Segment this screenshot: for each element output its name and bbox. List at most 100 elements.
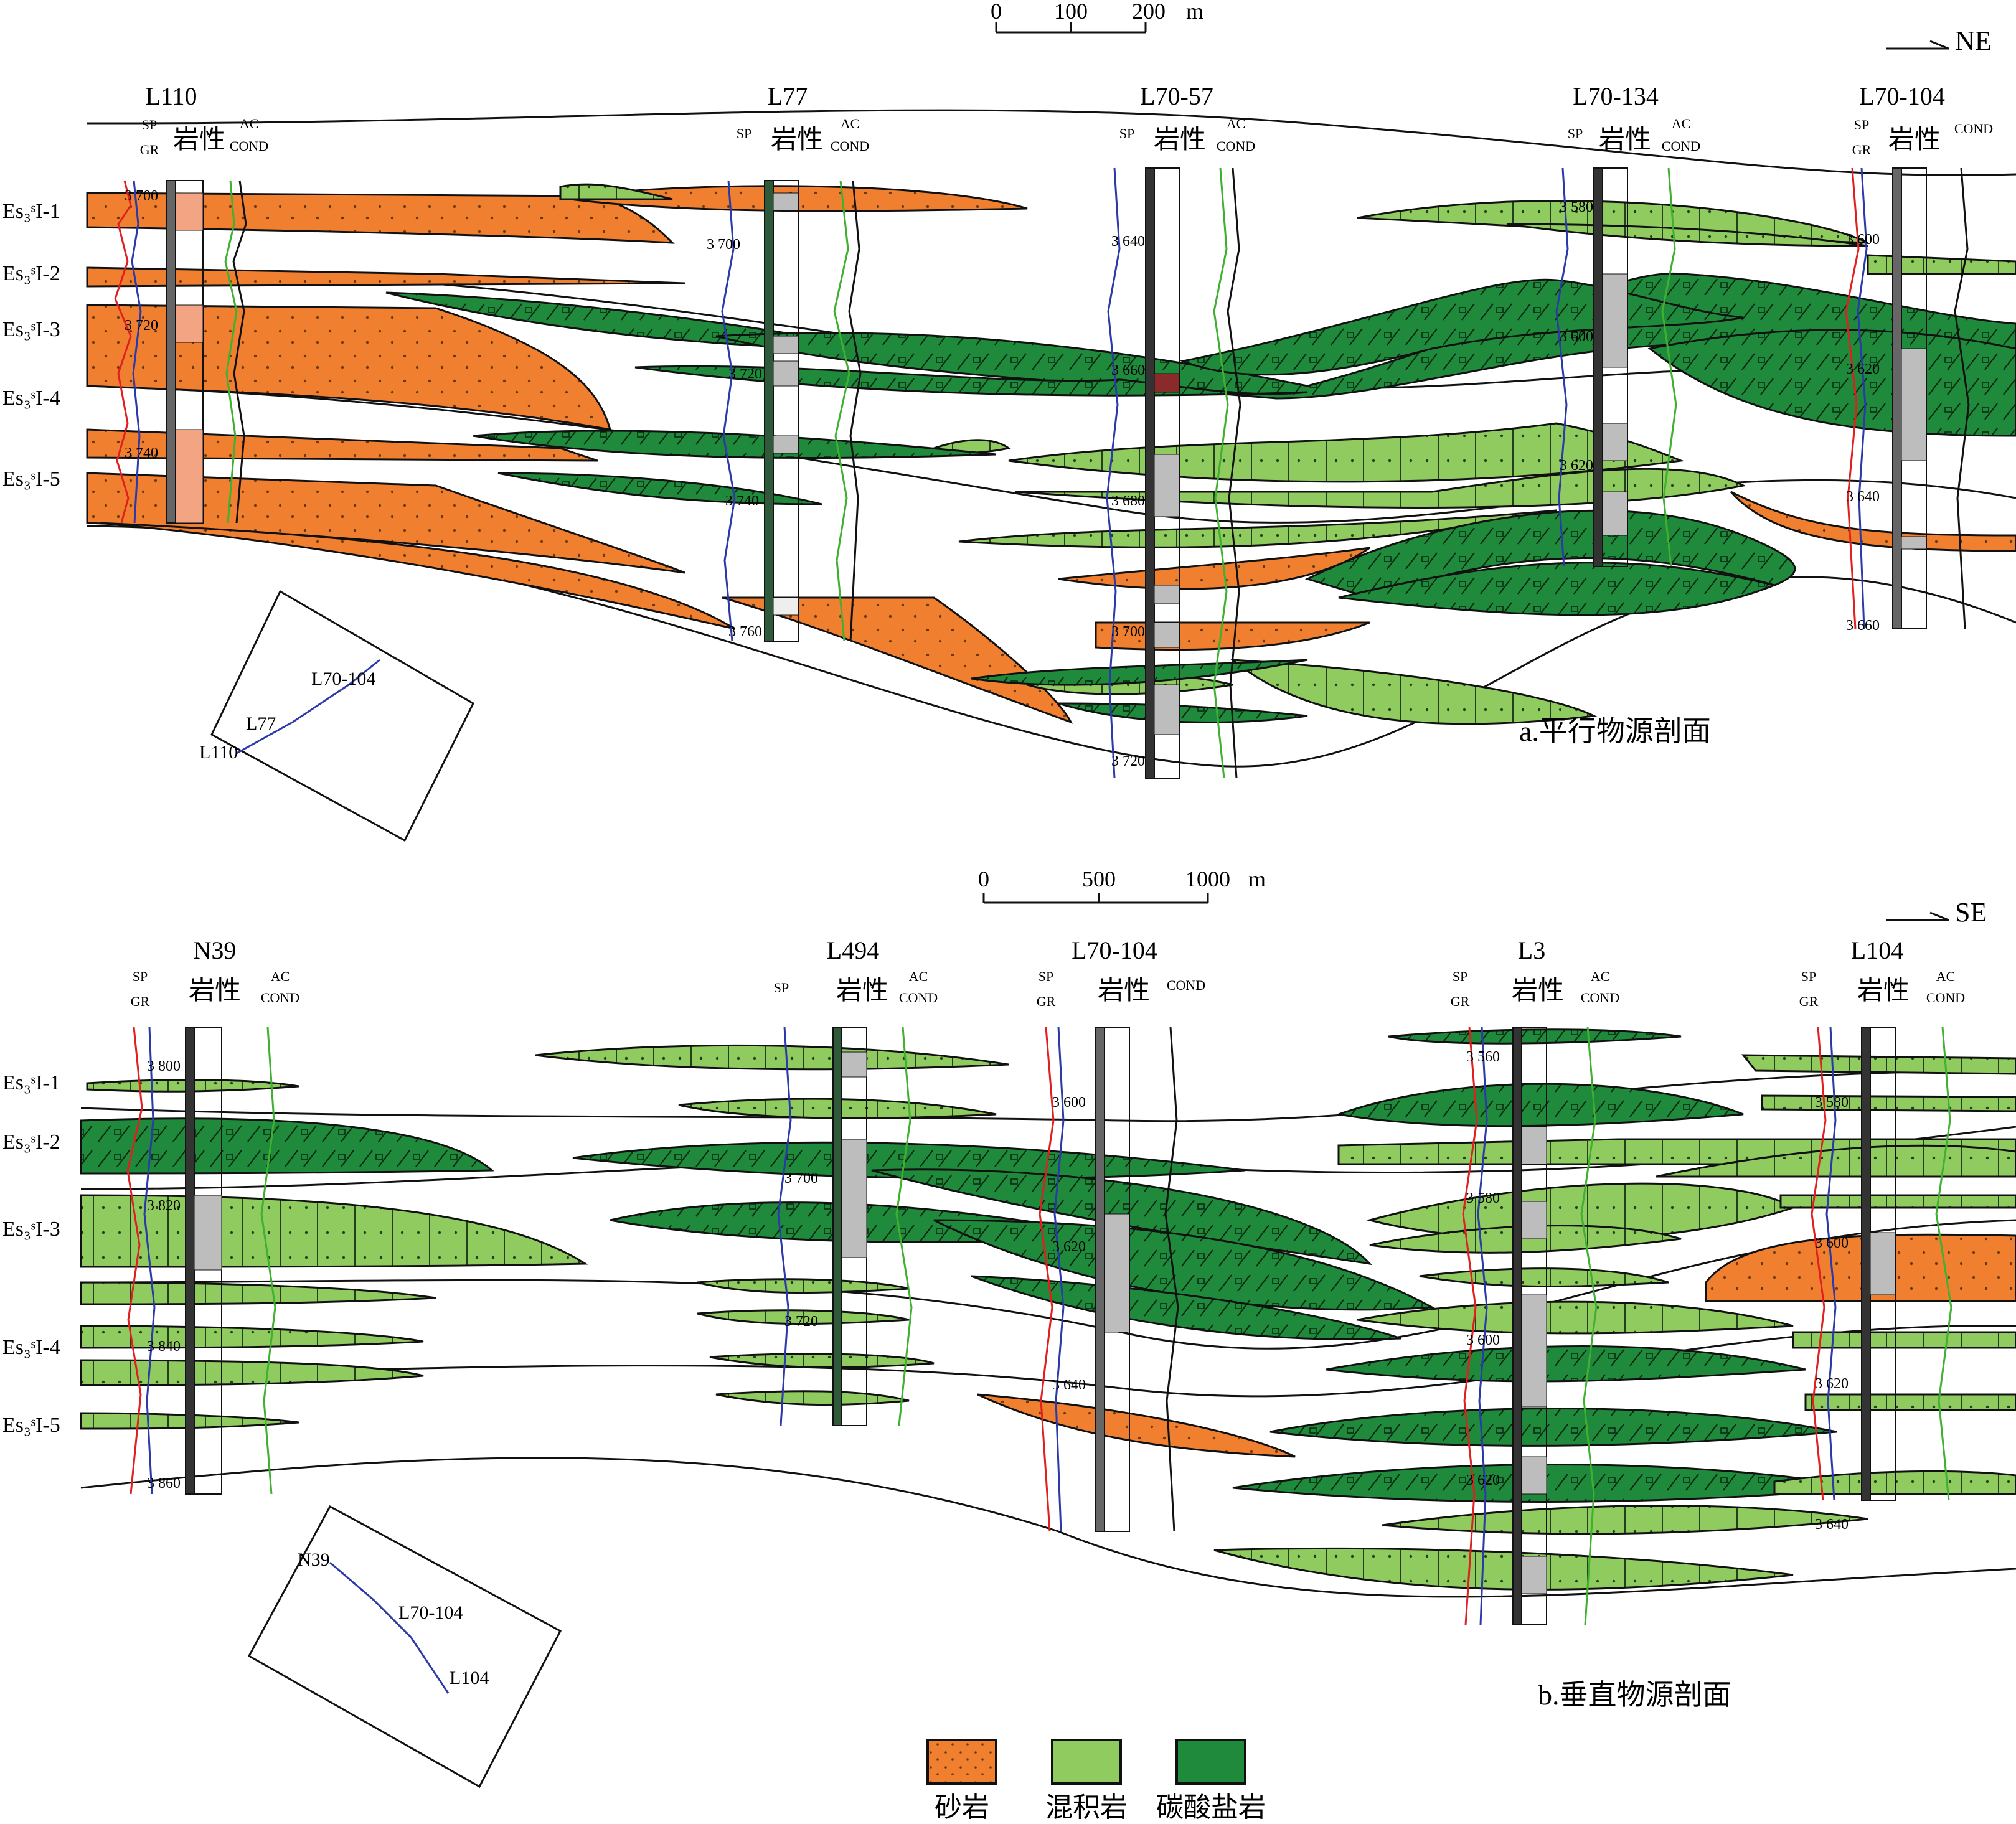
well-L77 [721,180,862,642]
curve-label-L3-ac: AC [1591,969,1610,984]
lith-label-N39: 岩性 [189,977,241,1005]
depth-L70-57-2: 3 680 [1111,493,1145,509]
well-headers-b: N39 SP GR 岩性 AC COND L494 SP 岩性 AC COND … [131,936,1965,1009]
curve-label-L77-sp: SP [737,126,751,141]
depth-N39-0: 3 800 [147,1058,181,1074]
zone-label-a-1: Es₃ˢI-1 [2,200,60,223]
scale-tick-b-0: 0 [978,867,989,891]
zone-labels-a: Es₃ˢI-1 Es₃ˢI-2 Es₃ˢI-3 Es₃ˢI-4 Es₃ˢI-5 [2,200,60,491]
well-name-L77: L77 [768,82,808,110]
lith-label-L3: 岩性 [1512,977,1564,1005]
zone-labels-b: Es₃ˢI-1 Es₃ˢI-2 Es₃ˢI-3 Es₃ˢI-4 Es₃ˢI-5 [2,1071,60,1437]
depth-N39-2: 3 840 [147,1338,181,1355]
zone-label-a-3: Es₃ˢI-3 [2,318,60,341]
curve-label-N39-sp: SP [133,969,148,984]
scale-bar-a: 0 100 200 m [991,0,1203,34]
curve-label-L104-cond: COND [1926,990,1965,1005]
zone-label-b-5: Es₃ˢI-5 [2,1414,60,1437]
depth-L104-0: 3 580 [1815,1094,1849,1111]
scale-tick-a-1: 100 [1054,0,1088,24]
depth-L3-3: 3 620 [1466,1472,1500,1488]
zone-label-a-5: Es₃ˢI-5 [2,468,60,491]
curve-label-L77-ac: AC [841,116,860,131]
curve-label-L104-sp: SP [1801,969,1816,984]
inset-label-b-1: L70-104 [398,1602,463,1623]
curve-label-L494-cond: COND [899,990,938,1005]
lith-label-L70-104-a: 岩性 [1888,126,1941,154]
curve-label-L494-sp: SP [774,980,789,995]
depth-L3-0: 3 560 [1466,1049,1500,1065]
depth-L70-57-3: 3 700 [1111,624,1145,640]
curve-label-L110-cond: COND [230,138,268,154]
depth-L70-57-0: 3 640 [1111,233,1145,250]
depth-L70-104-b-1: 3 620 [1052,1239,1086,1255]
curve-label-N39-gr: GR [131,994,150,1009]
curve-label-L70-104-a-sp: SP [1854,117,1869,133]
depth-L110-0: 3 700 [125,188,158,204]
well-L110 [114,180,247,524]
well-name-L70-134: L70-134 [1573,82,1659,110]
depth-L110-1: 3 720 [125,317,158,334]
zone-label-b-3: Es₃ˢI-3 [2,1218,60,1241]
scale-bar-b: 0 500 1000 m [978,867,1266,904]
inset-label-a-0: L70-104 [311,669,375,689]
well-L104 [1811,1027,1952,1501]
curve-label-L70-134-cond: COND [1662,138,1700,154]
depth-L70-104-b-2: 3 640 [1052,1377,1086,1393]
caption-b: b.垂直物源剖面 [1538,1679,1731,1711]
depth-L70-104-b-0: 3 600 [1052,1094,1086,1111]
well-L3 [1462,1027,1598,1625]
zone-label-a-2: Es₃ˢI-2 [2,262,60,285]
depth-L3-1: 3 580 [1466,1190,1500,1206]
depth-L70-134-2: 3 620 [1560,458,1593,474]
zone-label-a-4: Es₃ˢI-4 [2,387,60,410]
inset-map-b: N39 L70-104 L104 [247,1505,562,1789]
curve-label-L3-cond: COND [1581,990,1619,1005]
curve-label-L70-57-ac: AC [1227,116,1246,131]
depth-L77-2: 3 740 [725,493,759,509]
curve-label-L70-104-b-sp: SP [1039,969,1053,984]
legend-label-sand: 砂岩 [935,1792,989,1823]
depth-L110-2: 3 740 [125,445,158,461]
direction-label-b: SE [1955,897,1987,928]
depth-L77-0: 3 700 [707,237,740,253]
legend-label-carb: 碳酸盐岩 [1156,1792,1266,1823]
well-headers-a: L110 SP GR 岩性 AC COND L77 SP 岩性 AC COND … [140,82,1993,157]
lith-label-L110: 岩性 [173,126,225,154]
well-name-N39: N39 [194,936,237,964]
well-L70-104-a [1845,167,1970,629]
scale-tick-b-1: 500 [1082,867,1116,891]
depth-L70-104-a-3: 3 660 [1846,618,1880,634]
legend-swatch-mixed [1051,1739,1122,1785]
depth-L3-2: 3 600 [1466,1332,1500,1348]
well-name-L70-104-b: L70-104 [1072,936,1157,964]
curve-label-L494-ac: AC [909,969,928,984]
curve-label-L70-57-cond: COND [1217,138,1255,154]
depth-L77-1: 3 720 [728,366,762,382]
lith-label-L77: 岩性 [771,126,823,154]
curve-label-L70-57-sp: SP [1119,126,1134,141]
scale-unit-b: m [1248,867,1266,891]
well-name-L104: L104 [1851,936,1903,964]
curve-label-L110-ac: AC [240,116,259,131]
depth-labels-b: 3 800 3 820 3 840 3 860 3 700 3 720 3 60… [147,1049,1849,1533]
curve-label-L70-104-b-gr: GR [1037,994,1056,1009]
depth-L70-104-a-0: 3 600 [1846,232,1880,248]
well-name-L494: L494 [827,936,879,964]
curve-label-L110-sp: SP [142,117,157,133]
well-name-L70-104-a: L70-104 [1859,82,1945,110]
depth-L104-1: 3 600 [1815,1235,1849,1251]
depth-L70-57-1: 3 660 [1111,362,1145,378]
curve-label-L3-gr: GR [1451,994,1470,1009]
depth-L70-57-4: 3 720 [1111,753,1145,769]
scale-tick-a-0: 0 [991,0,1002,24]
curve-label-L3-sp: SP [1453,969,1467,984]
lith-label-L494: 岩性 [836,977,888,1005]
depth-L494-1: 3 720 [784,1314,818,1330]
inset-map-a: L70-104 L77 L110 [199,590,474,842]
wells-b [126,1027,1952,1625]
well-L70-134 [1555,167,1677,567]
depth-N39-1: 3 820 [147,1198,181,1214]
inset-label-a-1: L77 [246,713,276,734]
legend: 砂岩 混积岩 碳酸盐岩 [926,1739,1266,1823]
